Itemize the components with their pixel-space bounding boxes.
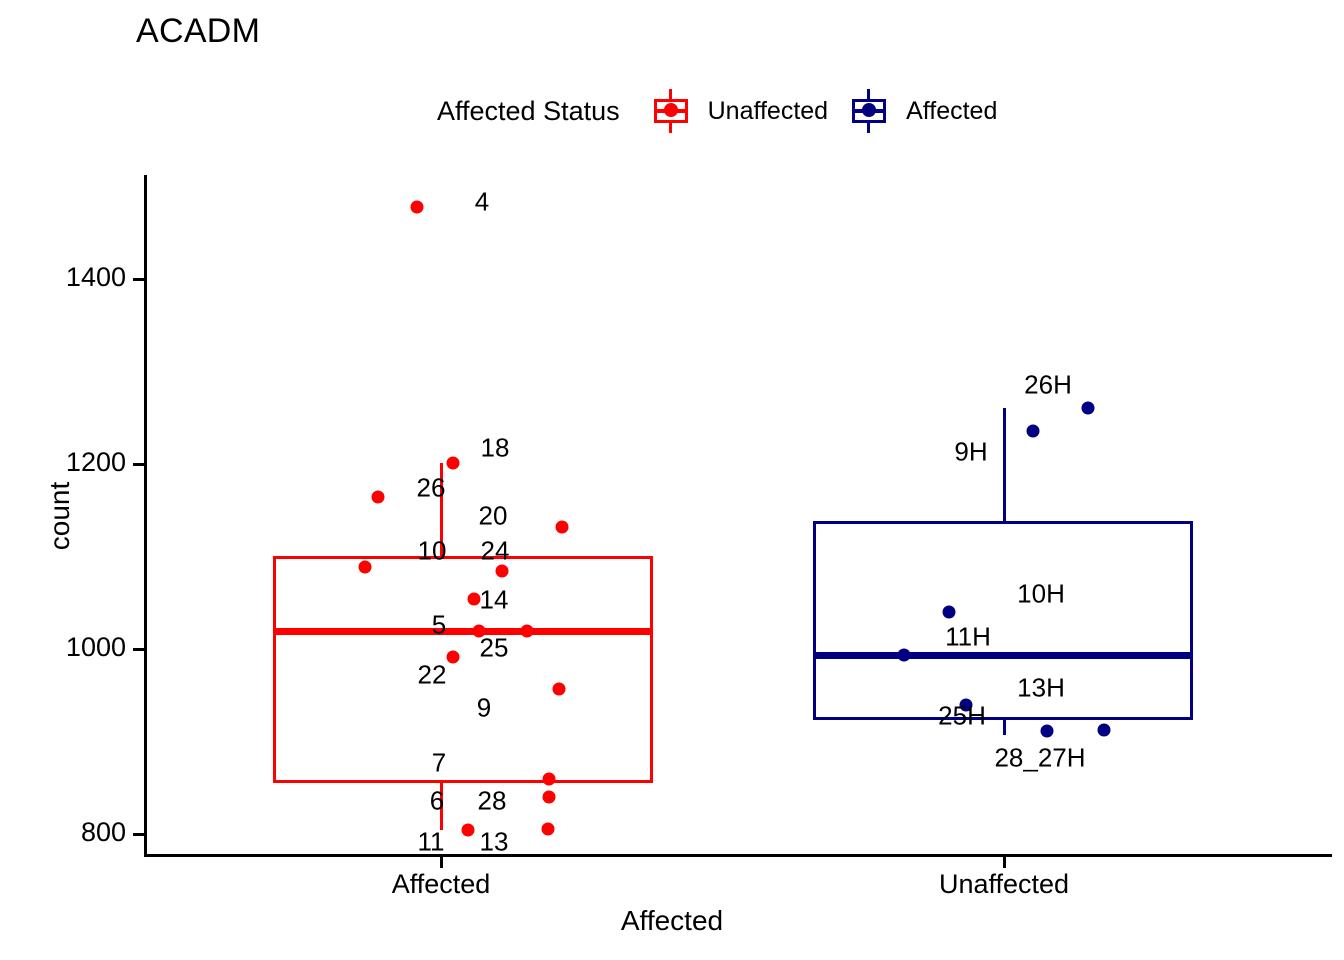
data-point[interactable] [1026, 424, 1040, 438]
x-axis-title: Affected [620, 905, 724, 936]
point-label: 11 [417, 826, 445, 857]
whisker-upper [1003, 408, 1006, 521]
data-point[interactable] [461, 823, 475, 837]
data-point[interactable] [542, 790, 556, 804]
legend-entry-unaffected[interactable]: Unaffected [648, 89, 828, 133]
legend-label-affected: Affected [906, 96, 998, 125]
point-label: 20 [478, 500, 508, 531]
page-title: ACADM [136, 12, 261, 50]
box-iqr [273, 556, 653, 783]
data-point[interactable] [541, 822, 555, 836]
point-label: 28 [477, 785, 507, 816]
point-label: 13 [479, 826, 509, 857]
box-iqr [813, 521, 1193, 720]
legend: Affected Status Unaffected Affected [437, 88, 997, 134]
data-point[interactable] [520, 624, 534, 638]
data-point[interactable] [959, 698, 973, 712]
point-label: 26 [416, 472, 446, 503]
data-point[interactable] [446, 650, 460, 664]
point-label: 13H [1017, 672, 1065, 703]
legend-title: Affected Status [437, 95, 620, 126]
median-line [813, 652, 1193, 659]
y-tick-label-1000: 1000 [65, 632, 126, 662]
median-line [273, 628, 653, 635]
x-tick-label-affected: Affected [391, 869, 491, 899]
y-tick-label-1200: 1200 [65, 447, 126, 477]
point-label: 25 [479, 632, 509, 663]
boxplot-key-icon [648, 89, 696, 133]
data-point[interactable] [542, 772, 556, 786]
data-point[interactable] [410, 200, 424, 214]
data-point[interactable] [897, 648, 911, 662]
data-point[interactable] [552, 682, 566, 696]
y-axis-line [144, 175, 147, 856]
point-label: 10 [417, 535, 447, 566]
data-point[interactable] [358, 560, 372, 574]
data-point[interactable] [446, 456, 460, 470]
whisker-upper [440, 463, 443, 556]
legend-entry-affected[interactable]: Affected [846, 89, 997, 133]
data-point[interactable] [1097, 723, 1111, 737]
boxplot-key-icon [846, 89, 894, 133]
x-tick-label-unaffected: Unaffected [938, 869, 1070, 899]
point-label: 24 [480, 535, 510, 566]
point-label: 11H [945, 621, 991, 652]
point-label: 25H [938, 700, 986, 731]
data-point[interactable] [1081, 401, 1095, 415]
point-label: 18 [480, 432, 510, 463]
point-label: 4 [474, 186, 490, 217]
whisker-lower [440, 783, 443, 830]
data-point[interactable] [942, 605, 956, 619]
point-label: 26H [1024, 369, 1072, 400]
point-label: 6 [429, 785, 445, 816]
point-label: 5 [431, 609, 447, 640]
legend-label-unaffected: Unaffected [707, 96, 829, 125]
data-point[interactable] [371, 490, 385, 504]
x-axis-line [144, 854, 1332, 857]
point-label: 7 [431, 747, 447, 778]
point-label: 22 [417, 659, 447, 690]
point-label: 28_27H [994, 742, 1086, 773]
data-point[interactable] [472, 624, 486, 638]
y-tick-label-1400: 1400 [65, 262, 126, 292]
y-tick-label-800: 800 [80, 817, 126, 847]
data-point[interactable] [1040, 724, 1054, 738]
point-label: 9 [476, 692, 492, 723]
point-label: 9H [954, 436, 988, 467]
point-label: 14 [479, 584, 509, 615]
whisker-lower [1003, 720, 1006, 735]
data-point[interactable] [467, 592, 481, 606]
data-point[interactable] [495, 564, 509, 578]
data-point[interactable] [555, 520, 569, 534]
point-label: 10H [1017, 578, 1065, 609]
